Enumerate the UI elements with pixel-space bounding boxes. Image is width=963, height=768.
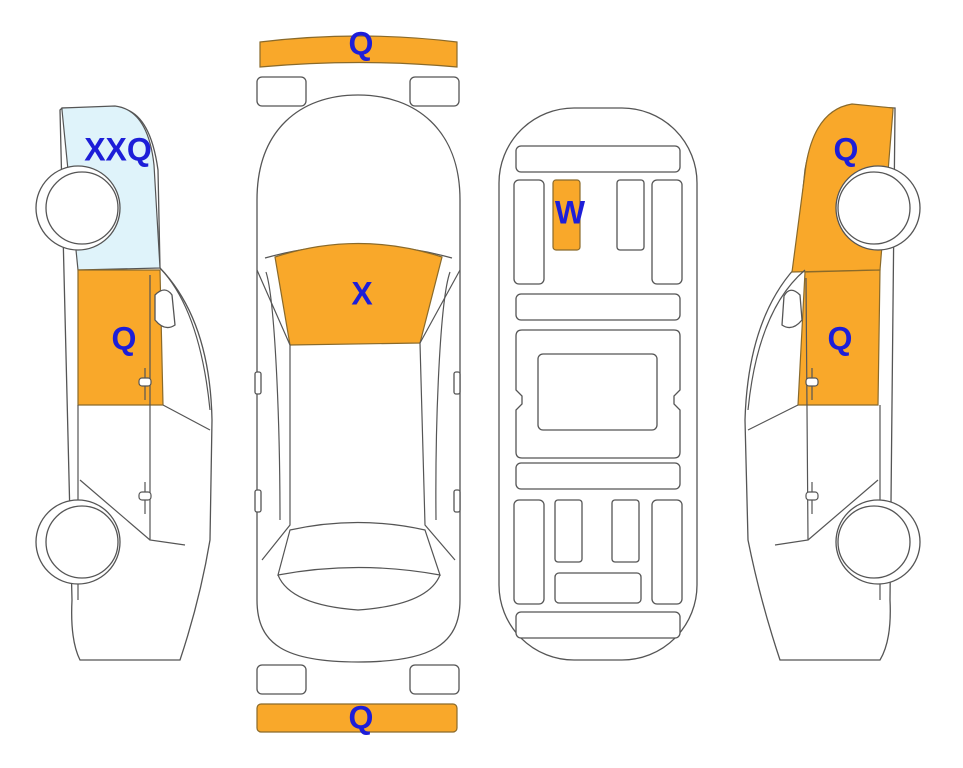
right-front-door-panel[interactable] bbox=[797, 269, 881, 406]
rear-left-light bbox=[256, 664, 307, 695]
interior-view bbox=[498, 107, 698, 661]
top-view bbox=[254, 35, 461, 733]
damage-labels: Q Q X W XXQ Q Q Q bbox=[84, 25, 858, 735]
left-side-view bbox=[35, 105, 213, 661]
front-left-light bbox=[256, 76, 307, 107]
roof-panel[interactable] bbox=[552, 179, 581, 251]
right-rear-wheel bbox=[835, 499, 921, 585]
rear-bumper-panel[interactable] bbox=[256, 703, 458, 733]
front-right-light bbox=[409, 76, 460, 107]
left-front-door-label: Q bbox=[112, 320, 137, 356]
left-front-wheel bbox=[35, 165, 121, 251]
right-front-wheel bbox=[835, 165, 921, 251]
hood-label: X bbox=[351, 275, 373, 311]
right-front-door-label: Q bbox=[828, 320, 853, 356]
left-front-fender-label: XXQ bbox=[84, 131, 152, 167]
rear-bumper-label: Q bbox=[349, 699, 374, 735]
right-front-fender-label: Q bbox=[834, 131, 859, 167]
rear-right-light bbox=[409, 664, 460, 695]
roof-label: W bbox=[555, 194, 586, 230]
front-bumper-panel[interactable] bbox=[259, 35, 458, 68]
left-rear-wheel bbox=[35, 499, 121, 585]
top-view-body bbox=[256, 94, 461, 663]
front-bumper-label: Q bbox=[349, 25, 374, 61]
hood-panel[interactable] bbox=[274, 242, 443, 346]
right-side-view bbox=[744, 103, 921, 661]
